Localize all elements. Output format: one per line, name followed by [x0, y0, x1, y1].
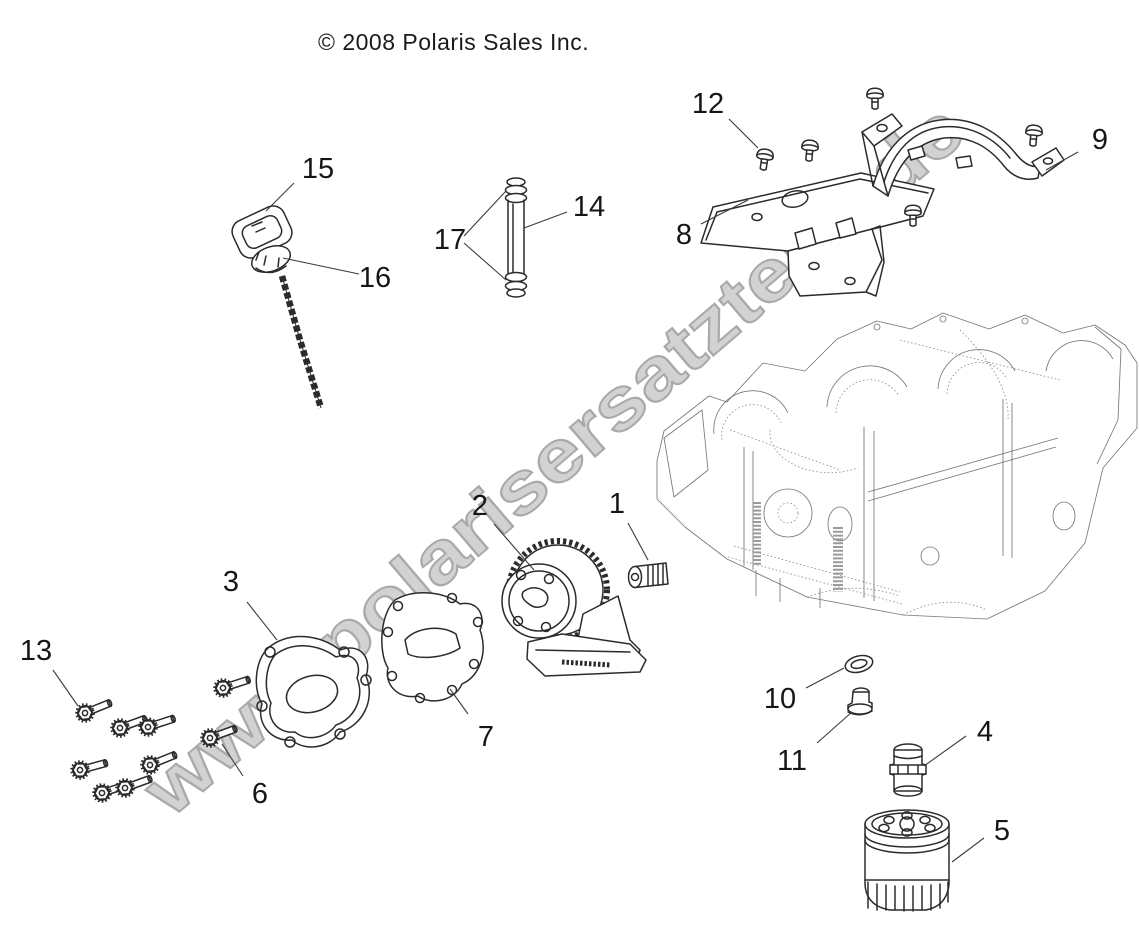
- pump-fitting-drawing: [627, 562, 669, 589]
- oil-tube-drawing: [504, 177, 528, 298]
- mount-bracket-drawing: [700, 172, 935, 297]
- callout-9-heat-shield: 9: [1092, 124, 1108, 156]
- oil-filter-drawing: [864, 809, 950, 912]
- callout-1-pump-fitting: 1: [609, 488, 625, 520]
- drain-plug-drawing: [847, 687, 873, 716]
- cover-plate-drawing: [255, 635, 372, 748]
- leader-line-16: [282, 257, 360, 275]
- leader-line-9: [1045, 151, 1079, 171]
- hex-flange-bolt: [72, 693, 116, 726]
- leader-line-10: [805, 667, 845, 689]
- callout-10-sealing-washer: 10: [764, 683, 796, 715]
- button-head-screw: [904, 204, 922, 227]
- leader-line-1: [627, 522, 649, 561]
- leader-line-5: [951, 837, 985, 863]
- callout-3-cover-plate: 3: [223, 566, 239, 598]
- gasket-drawing: [381, 592, 484, 704]
- callout-12-shield-screw: 12: [692, 88, 724, 120]
- leader-line-8: [700, 199, 749, 225]
- dipstick-drawing: [231, 205, 325, 409]
- filter-adapter-drawing: [889, 743, 927, 797]
- button-head-screw: [1023, 123, 1044, 148]
- oil-pump-drawing: [501, 538, 647, 677]
- leader-line-4: [923, 735, 967, 767]
- callout-5-oil-filter: 5: [994, 815, 1010, 847]
- callout-14-oil-tube: 14: [573, 191, 605, 223]
- callout-2-oil-pump: 2: [472, 490, 488, 522]
- leader-line-15: [265, 182, 295, 212]
- callout-11-drain-plug: 11: [777, 745, 807, 777]
- leader-line-17: [463, 190, 507, 237]
- callout-4-filter-adapter: 4: [977, 716, 993, 748]
- leader-line-12: [728, 118, 759, 149]
- copyright-text: © 2008 Polaris Sales Inc.: [318, 29, 589, 55]
- button-head-screw: [799, 138, 820, 163]
- washer-drawing: [844, 654, 874, 674]
- leader-line-11: [816, 711, 853, 744]
- leader-line-2: [493, 523, 535, 571]
- leader-line-6: [221, 743, 244, 777]
- crankcase-drawing: [656, 312, 1138, 620]
- leader-line-13: [52, 669, 79, 707]
- leader-line-14: [523, 211, 568, 229]
- heat-shield-drawing: [861, 113, 1065, 197]
- callout-15-dipstick-handle: 15: [302, 153, 334, 185]
- button-head-screw: [754, 147, 775, 172]
- callout-17-tube-o-rings: 17: [434, 224, 466, 256]
- button-head-screw: [866, 87, 884, 110]
- callout-16-dipstick-cap: 16: [359, 262, 391, 294]
- hex-flange-bolt: [68, 753, 111, 782]
- leader-line-3: [246, 601, 278, 641]
- leader-line-17: [463, 242, 507, 281]
- callout-13-flange-bolt: 13: [20, 635, 52, 667]
- callout-6-flange-bolt: 6: [252, 778, 268, 810]
- leader-line-7: [449, 688, 469, 715]
- callout-8-mount-bracket: 8: [676, 219, 692, 251]
- callout-7-gasket: 7: [478, 721, 494, 753]
